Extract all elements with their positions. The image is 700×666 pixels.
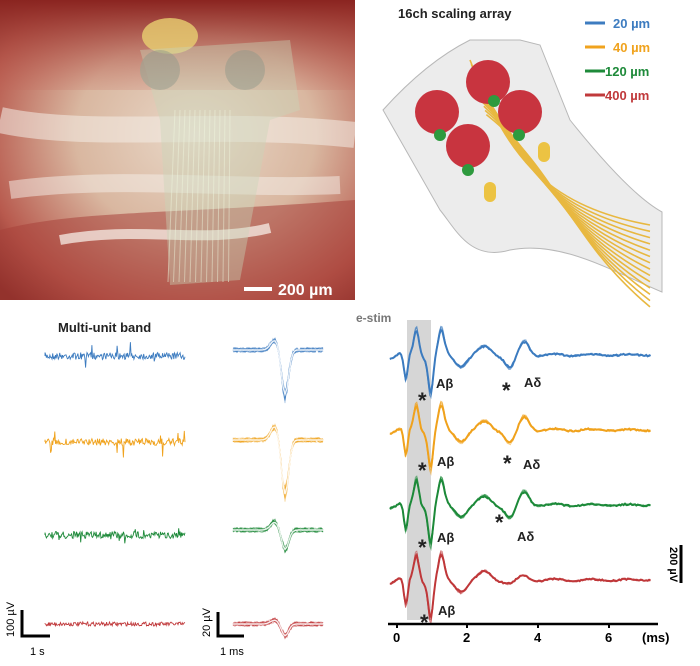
photo-trace-line	[184, 109, 191, 283]
x-tick-6: 6	[605, 630, 612, 645]
ecap-x-axis: 0 2 4 6 (ms)	[388, 622, 669, 645]
electrode-small	[488, 95, 500, 107]
scale-right-horizontal: 1 ms	[220, 646, 244, 658]
photo-trace-line	[222, 109, 226, 283]
spike-waveform	[232, 518, 324, 549]
array-trace-line	[485, 113, 651, 308]
abeta-label: Aβ	[437, 530, 454, 545]
multiunit-trace	[44, 430, 186, 458]
ecap-traces	[389, 325, 652, 625]
abeta-marker: *	[418, 388, 427, 413]
spike-mean-waveform	[233, 521, 323, 551]
spike-waveform	[232, 519, 324, 551]
abeta-marker: *	[420, 610, 429, 635]
multiunit-trace	[44, 528, 186, 544]
spike-mean-waveform	[233, 619, 323, 637]
photo-trace-line	[173, 109, 181, 283]
scale-left-vertical: 100 µV	[5, 601, 17, 637]
adelta-marker: *	[502, 378, 511, 403]
electrode-pad	[415, 90, 459, 134]
electrode-small	[462, 164, 474, 176]
spike-mean-waveform	[233, 426, 323, 495]
adelta-label: Aδ	[524, 375, 541, 390]
spike-waveform	[232, 519, 324, 550]
scale-left-horizontal: 1 s	[30, 646, 45, 658]
surgical-photo: 200 µm	[0, 0, 355, 300]
multiunit-panel: Multi-unit band 100 µV 1 s 20 µV 1 ms	[5, 320, 324, 658]
photo-trace-line	[178, 109, 186, 283]
multiunit-title: Multi-unit band	[58, 320, 151, 335]
x-tick-4: 4	[534, 630, 542, 645]
legend-label-120um: 120 µm	[605, 64, 649, 79]
ecap-trace	[389, 475, 651, 551]
spike-waveform	[232, 518, 324, 551]
legend-label-400um: 400 µm	[605, 88, 649, 103]
multiunit-trace	[44, 620, 186, 628]
scale-right-vertical: 20 µV	[201, 607, 213, 637]
multiunit-traces	[44, 342, 186, 628]
spike-mean-waveform	[233, 340, 323, 397]
legend-label-40um: 40 µm	[613, 40, 650, 55]
array-legend: 20 µm 40 µm 120 µm 400 µm	[585, 16, 650, 103]
photo-trace-line	[167, 109, 176, 283]
photo-trace-line	[211, 109, 216, 283]
photo-trace-line	[217, 109, 221, 283]
adelta-label: Aδ	[523, 457, 540, 472]
photo-trace-line	[228, 109, 231, 283]
array-schematic: 16ch scaling array 20 µm 40 µm 120 µm 40…	[382, 6, 663, 308]
stim-label: e-stim	[356, 311, 391, 325]
x-unit: (ms)	[642, 630, 669, 645]
adelta-marker: *	[503, 451, 512, 476]
photo-trace-line	[206, 109, 211, 283]
photo-trace-line	[200, 109, 206, 283]
ecap-scale-label: 200 µV	[667, 547, 679, 583]
abeta-label: Aβ	[438, 603, 455, 618]
scale-bar-left: 100 µV 1 s	[5, 601, 50, 658]
electrode-pad	[446, 124, 490, 168]
ecap-trace	[389, 325, 651, 400]
electrode-small	[513, 129, 525, 141]
photo-scale-label: 200 µm	[278, 282, 333, 299]
photo-scale-bar	[244, 287, 272, 291]
legend-label-20um: 20 µm	[613, 16, 650, 31]
abeta-label: Aβ	[436, 376, 453, 391]
electrode-small	[434, 129, 446, 141]
abeta-label: Aβ	[437, 454, 454, 469]
spike-waveform	[232, 518, 324, 554]
ecap-scale-bar: 200 µV	[667, 545, 683, 583]
peak-annotations: * Aβ * Aδ * Aβ * Aδ * Aβ * Aδ * Aβ	[418, 375, 541, 635]
implanted-array	[140, 40, 300, 285]
multiunit-trace	[44, 342, 186, 368]
spike-waveform	[232, 618, 324, 635]
electrode-pad	[466, 60, 510, 104]
ecap-panel: e-stim * Aβ * Aδ * Aβ * Aδ * Aβ * Aδ * A…	[356, 311, 683, 645]
adelta-label: Aδ	[517, 529, 534, 544]
x-tick-0: 0	[393, 630, 400, 645]
abeta-marker: *	[418, 458, 427, 483]
electrode-pad	[498, 90, 542, 134]
ecap-trace	[389, 400, 651, 476]
photo-trace-line	[195, 109, 201, 283]
ecap-trace	[389, 550, 651, 625]
reference-pad	[484, 182, 496, 202]
abeta-marker: *	[418, 535, 427, 560]
reference-pad	[538, 142, 550, 162]
photo-trace-line	[189, 109, 196, 283]
spike-waveforms	[232, 337, 324, 640]
array-title: 16ch scaling array	[398, 6, 512, 21]
scale-bar-right: 20 µV 1 ms	[201, 607, 244, 658]
x-tick-2: 2	[463, 630, 470, 645]
adelta-marker: *	[495, 510, 504, 535]
